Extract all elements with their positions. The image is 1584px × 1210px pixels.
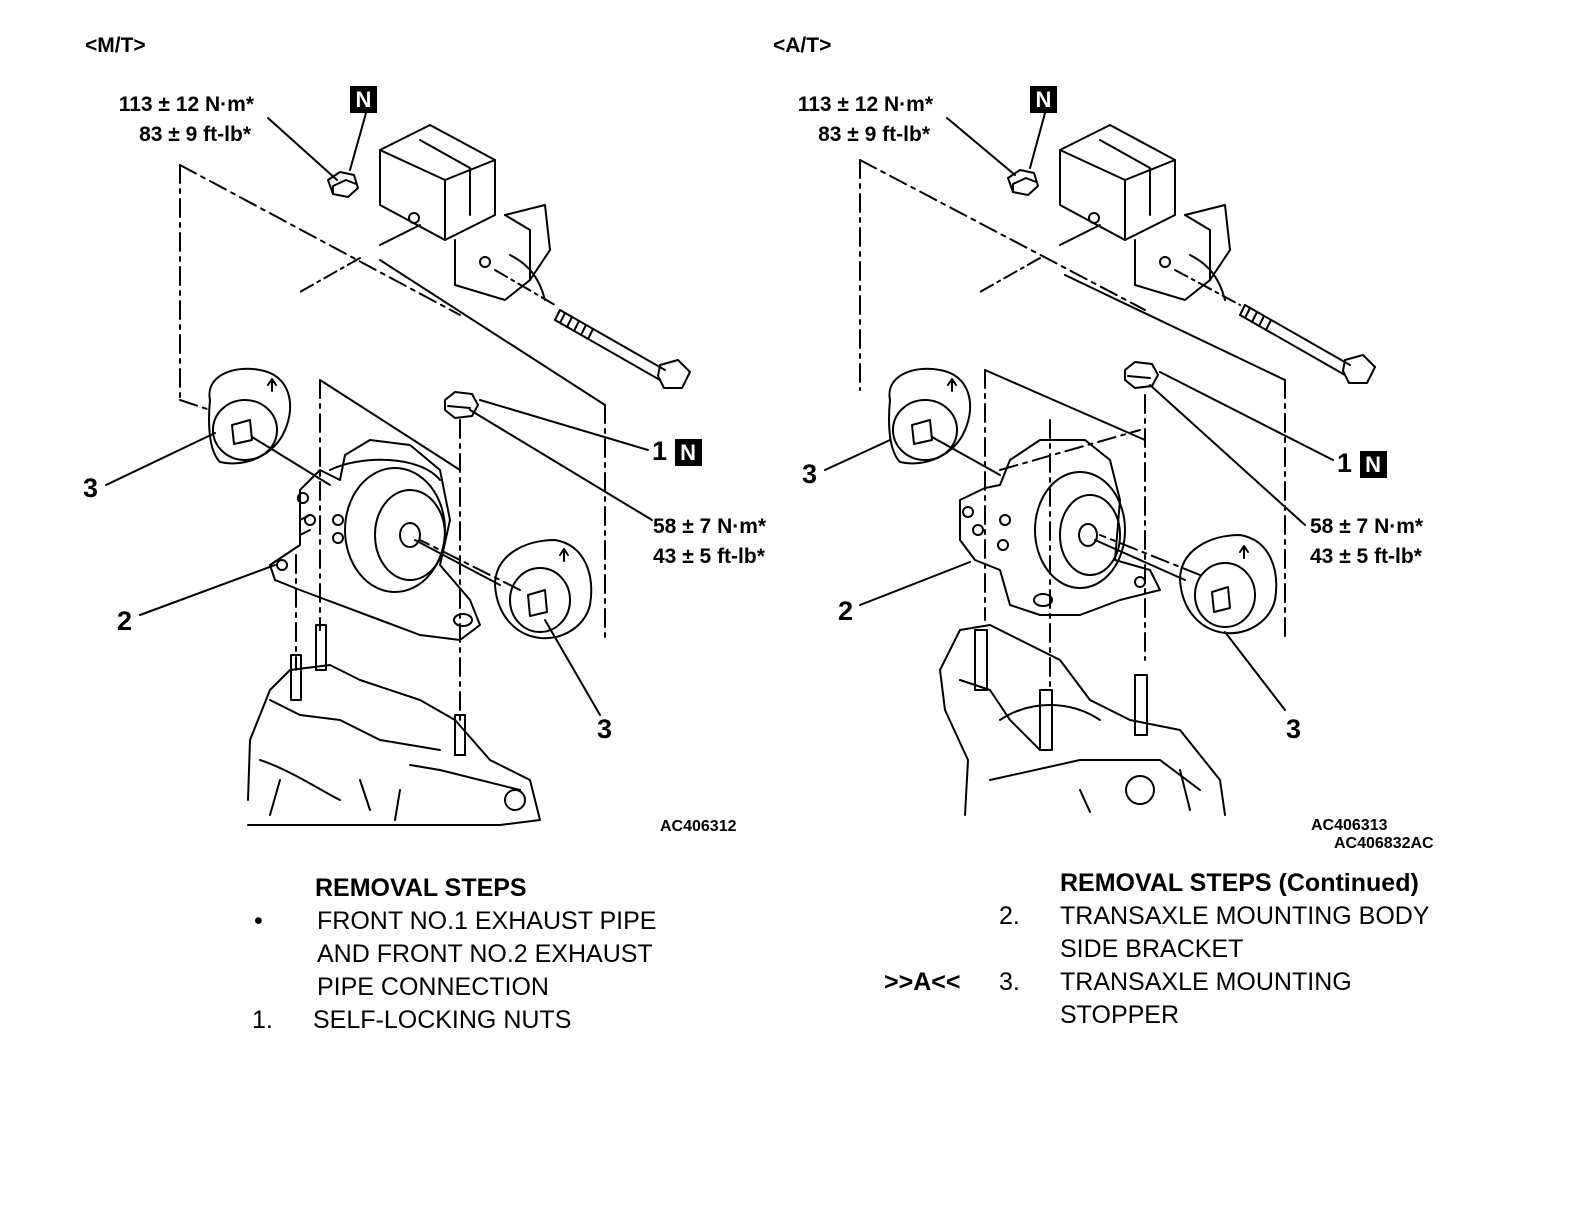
at-figure-id: AC406313 xyxy=(1311,817,1388,834)
step-line: PIPE CONNECTION xyxy=(317,973,549,1001)
step-line: STOPPER xyxy=(1060,1001,1180,1029)
at-torque-right-leader xyxy=(1149,384,1306,526)
step-item: • FRONT NO.1 EXHAUST PIPE AND FRONT NO.2… xyxy=(252,905,656,1004)
step-text: FRONT NO.1 EXHAUST PIPE AND FRONT NO.2 E… xyxy=(317,905,656,1004)
at-variant-label: <A/T> xyxy=(773,34,832,57)
step-ref xyxy=(884,900,999,966)
step-bullet: • xyxy=(254,907,263,935)
removal-steps-right: REMOVAL STEPS (Continued) 2. TRANSAXLE M… xyxy=(884,867,1430,1032)
mt-flange-nut xyxy=(327,171,359,198)
at-callout-3b-leader xyxy=(1224,631,1286,711)
mt-figure-id: AC406312 xyxy=(660,818,737,835)
step-item: 2. TRANSAXLE MOUNTING BODY SIDE BRACKET xyxy=(884,900,1430,966)
at-self-locking-nut xyxy=(1124,361,1159,389)
mt-mount-bracket xyxy=(269,439,501,641)
step-line: SIDE BRACKET xyxy=(1060,935,1244,963)
step-number: 3. xyxy=(999,968,1020,996)
mt-callout-3b-leader xyxy=(544,619,601,716)
mt-callout-3a-leader xyxy=(105,432,216,486)
at-torque-right: 58 ± 7 N·m* 43 ± 5 ft-lb* xyxy=(1310,512,1423,572)
at-n-mark-top: N xyxy=(1030,86,1057,113)
step-line: AND FRONT NO.2 EXHAUST xyxy=(317,940,653,968)
step-text: TRANSAXLE MOUNTING BODY SIDE BRACKET xyxy=(1060,900,1430,966)
mt-torque-top-ftlb: 83 ± 9 ft-lb* xyxy=(139,123,251,146)
step-text: TRANSAXLE MOUNTING STOPPER xyxy=(1060,966,1352,1032)
mt-torque-right: 58 ± 7 N·m* 43 ± 5 ft-lb* xyxy=(653,512,766,572)
at-callout-3b: 3 xyxy=(1286,714,1302,744)
mt-callout-1: 1 N xyxy=(652,436,702,467)
at-n-leader xyxy=(1029,112,1046,169)
step-line: TRANSAXLE MOUNTING BODY xyxy=(1060,902,1430,930)
mt-variant-label: <M/T> xyxy=(85,34,146,57)
mt-callout-1-number: 1 xyxy=(652,436,668,466)
at-torque-top-ftlb: 83 ± 9 ft-lb* xyxy=(818,123,930,146)
step-item: >>A<< 3. TRANSAXLE MOUNTING STOPPER xyxy=(884,966,1430,1032)
removal-steps-title: REMOVAL STEPS xyxy=(315,874,527,902)
removal-steps-left: REMOVAL STEPS • FRONT NO.1 EXHAUST PIPE … xyxy=(252,872,656,1037)
mt-stopper-left xyxy=(208,367,331,486)
at-body-bracket xyxy=(979,124,1231,301)
mt-torque-right-nm: 58 ± 7 N·m* xyxy=(653,515,767,538)
at-flange-nut xyxy=(1007,169,1039,196)
at-callout-2: 2 xyxy=(838,596,854,626)
mt-n-mark-1: N xyxy=(674,439,702,467)
step-number: 1. xyxy=(252,1006,273,1034)
mt-stopper-right xyxy=(494,539,593,640)
at-stopper-right xyxy=(1179,534,1278,635)
mt-callout-3a: 3 xyxy=(83,473,99,503)
at-torque-top: 113 ± 12 N·m* 83 ± 9 ft-lb* xyxy=(783,90,933,150)
removal-steps-continued-title: REMOVAL STEPS (Continued) xyxy=(1060,869,1419,897)
at-through-bolt xyxy=(1174,269,1376,384)
at-assembly xyxy=(824,112,1376,816)
step-line: FRONT NO.1 EXHAUST PIPE xyxy=(317,907,657,935)
at-upper-guide xyxy=(1064,274,1286,381)
at-callout-1-number: 1 xyxy=(1337,448,1353,478)
mt-callout-2-leader xyxy=(139,564,276,616)
mt-torque-top: 113 ± 12 N·m* 83 ± 9 ft-lb* xyxy=(104,90,254,150)
mt-self-locking-nut xyxy=(444,391,479,419)
at-figure-id-2: AC406832AC xyxy=(1334,835,1434,852)
at-callout-2-leader xyxy=(859,561,971,606)
mt-callout-1-leader xyxy=(479,399,649,451)
at-callout-1: 1 N xyxy=(1337,448,1387,479)
at-torque-top-leader xyxy=(946,117,1016,176)
at-torque-right-ftlb: 43 ± 5 ft-lb* xyxy=(1310,545,1422,568)
mt-through-bolt xyxy=(494,269,691,389)
mt-upper-guide xyxy=(379,259,606,406)
mt-callout-3b: 3 xyxy=(597,714,613,744)
step-item: 1. SELF-LOCKING NUTS xyxy=(252,1004,656,1037)
step-text: SELF-LOCKING NUTS xyxy=(313,1006,572,1034)
mt-n-mark-top: N xyxy=(350,86,377,113)
mt-torque-right-ftlb: 43 ± 5 ft-lb* xyxy=(653,545,765,568)
mt-assembly xyxy=(105,112,691,826)
mt-n-leader xyxy=(349,112,367,171)
at-stopper-left xyxy=(888,367,1001,476)
mt-transaxle xyxy=(247,624,541,826)
at-callout-1-leader xyxy=(1159,371,1334,461)
mt-body-bracket xyxy=(299,124,551,301)
at-transaxle xyxy=(939,624,1226,816)
mt-torque-right-leader xyxy=(469,409,653,521)
at-mount-bracket xyxy=(959,439,1186,616)
mt-torque-top-leader xyxy=(267,117,338,181)
mt-bracket-edge xyxy=(319,379,461,471)
mt-torque-top-nm: 113 ± 12 N·m* xyxy=(118,93,254,116)
at-torque-top-nm: 113 ± 12 N·m* xyxy=(797,93,933,116)
at-callout-3a: 3 xyxy=(802,459,818,489)
mt-callout-2: 2 xyxy=(117,606,133,636)
at-torque-right-nm: 58 ± 7 N·m* xyxy=(1310,515,1424,538)
at-bracket-edge xyxy=(984,369,1146,441)
at-n-mark-1: N xyxy=(1359,451,1387,479)
step-ref: >>A<< xyxy=(884,968,961,996)
step-line: TRANSAXLE MOUNTING xyxy=(1060,968,1352,996)
at-callout-3a-leader xyxy=(824,439,891,471)
step-number: 2. xyxy=(999,902,1020,930)
